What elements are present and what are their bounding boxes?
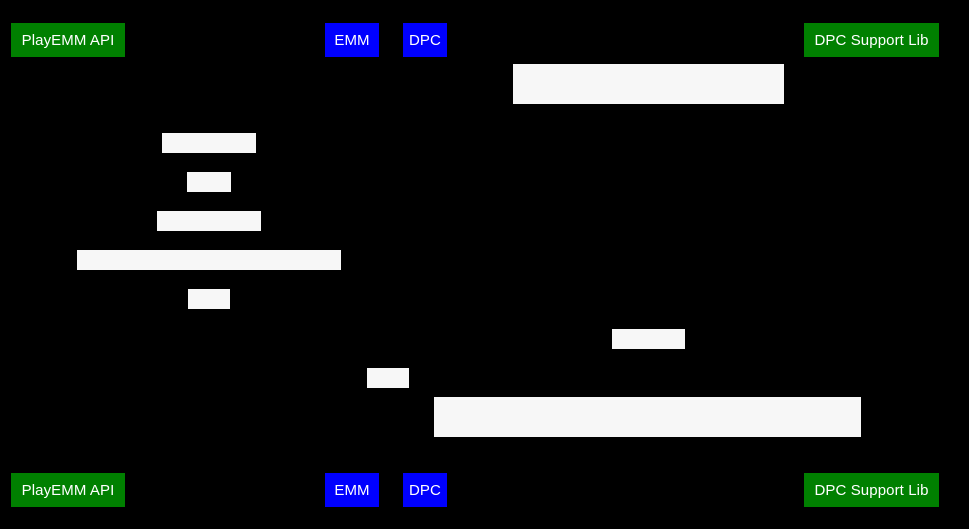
participant-top-dpc[interactable]: DPC: [403, 23, 447, 57]
message-label-users-insert: users.insert(): [162, 133, 256, 189]
message-label-token-1: token: [188, 289, 230, 345]
participant-bottom-playemm-api[interactable]: PlayEMM API: [11, 473, 125, 507]
participant-top-playemm-api[interactable]: PlayEMM API: [11, 23, 125, 57]
message-label-token-2: token: [367, 368, 409, 424]
participant-label: DPC: [409, 31, 441, 49]
participant-label: DPC Support Lib: [814, 481, 929, 499]
message-line-1: token: [191, 329, 227, 345]
message-line-1: androidForWorkAccountSupport: [545, 104, 752, 120]
message-line-2: .ensureWorkingEnvironment(callback): [526, 161, 771, 177]
participant-label: PlayEMM API: [21, 31, 115, 49]
message-label-users-generate-authentication-token: users.generateAuthenticationToken(): [77, 250, 341, 306]
participant-bottom-emm[interactable]: EMM: [325, 473, 379, 507]
message-label-callback: callback(): [612, 329, 685, 385]
message-line-1: callback(): [617, 369, 680, 385]
message-line-1: androidForWorkAccountSupport: [544, 437, 751, 453]
participant-label: EMM: [334, 31, 370, 49]
message-label-ensure-working-environment: androidForWorkAccountSupport .ensureWork…: [513, 64, 784, 177]
participant-label: DPC: [409, 481, 441, 499]
participant-label: EMM: [334, 481, 370, 499]
participant-bottom-dpc-support-lib[interactable]: DPC Support Lib: [804, 473, 939, 507]
participant-bottom-dpc[interactable]: DPC: [403, 473, 447, 507]
participant-label: PlayEMM API: [21, 481, 115, 499]
message-label-users-update: users.update(): [157, 211, 261, 267]
message-label-user-id: userID: [187, 172, 232, 228]
message-line-1: token: [370, 408, 406, 424]
participant-label: DPC Support Lib: [814, 31, 929, 49]
participant-top-dpc-support-lib[interactable]: DPC Support Lib: [804, 23, 939, 57]
participant-top-emm[interactable]: EMM: [325, 23, 379, 57]
message-label-add-android-for-work-account: androidForWorkAccountSupport .addAndroid…: [434, 397, 861, 510]
message-line-2: .addAndroidForWorkAccount(token, account…: [453, 494, 842, 510]
